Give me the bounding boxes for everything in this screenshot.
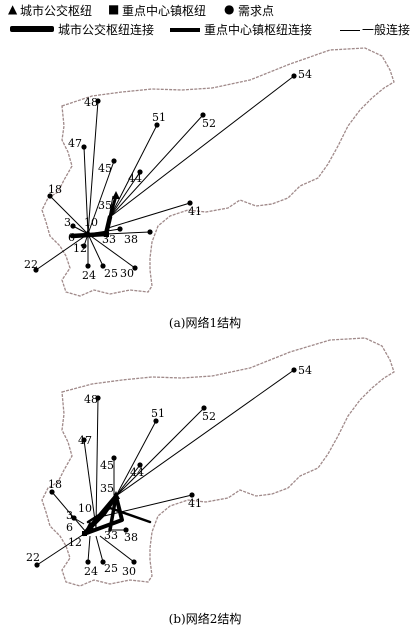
nodes-a	[33, 73, 297, 273]
legend-demand-label: 需求点	[238, 4, 275, 18]
node-label: 38	[124, 531, 138, 544]
node-label: 47	[78, 434, 92, 447]
legend-town-link-label: 重点中心镇枢纽连接	[204, 23, 313, 37]
node-label: 6	[68, 231, 75, 244]
node-label: 10	[84, 216, 98, 229]
node-label: 44	[130, 466, 144, 479]
legend-dot-icon: ●	[224, 2, 235, 16]
panel-a: 54 48 51 52 47 45 44 18 35 41 3 10 6 33 …	[24, 47, 395, 330]
node-label: 33	[104, 529, 118, 542]
node-label: 25	[104, 562, 118, 575]
node-label: 45	[98, 162, 112, 175]
node-label: 41	[188, 497, 202, 510]
node-label: 12	[68, 536, 82, 549]
node-label: 47	[68, 137, 82, 150]
node-label: 22	[26, 551, 40, 564]
node-label: 51	[152, 111, 166, 124]
node-label: 18	[48, 183, 62, 196]
node-label: 38	[124, 233, 138, 246]
node-label: 30	[122, 565, 136, 578]
legend-city-hub-label: 城市公交枢纽	[20, 4, 93, 18]
node-label: 52	[202, 410, 216, 423]
node-label: 30	[120, 267, 134, 280]
legend-city-link-label: 城市公交枢纽连接	[58, 23, 155, 37]
node-label: 25	[104, 267, 118, 280]
panel-b: 54 48 51 52 47 45 44 18 35 41 3 10 6 33 …	[26, 337, 395, 626]
node-label: 6	[66, 521, 73, 534]
caption-b: (b)网络2结构	[169, 611, 242, 626]
node-label: 3	[66, 509, 73, 522]
legend-general-link-line	[340, 30, 360, 31]
node-label: 24	[84, 565, 98, 578]
legend: ▲ 城市公交枢纽 ■ 重点中心镇枢纽 ● 需求点 城市公交枢纽连接 重点中心镇枢…	[0, 0, 410, 44]
node-label: 18	[48, 478, 62, 491]
legend-city-link-line	[10, 26, 54, 32]
node-label: 10	[78, 502, 92, 515]
nodes-b	[34, 367, 297, 568]
node-label: 54	[298, 68, 312, 81]
node-label: 35	[100, 482, 114, 495]
node-label: 12	[73, 242, 87, 255]
general-links-b	[36, 369, 295, 566]
node-label: 35	[98, 199, 112, 212]
legend-general-link-label: 一般连接	[362, 23, 410, 37]
node-label: 54	[298, 364, 312, 377]
region-outline-a	[41, 47, 395, 297]
caption-a: (a)网络1结构	[169, 315, 241, 330]
legend-town-hub-label: 重点中心镇枢纽	[122, 4, 207, 18]
labels-a: 54 48 51 52 47 45 44 18 35 41 3 10 6 33 …	[24, 68, 312, 282]
node-label: 52	[202, 117, 216, 130]
node-label: 48	[84, 96, 98, 109]
legend-town-link-line	[170, 28, 200, 32]
node-label: 3	[64, 216, 71, 229]
legend-triangle-icon: ▲	[8, 2, 18, 16]
region-outline-b	[41, 337, 395, 587]
legend-square-icon: ■	[108, 2, 120, 16]
node-label: 51	[151, 407, 165, 420]
node-label: 41	[188, 205, 202, 218]
node-label: 33	[102, 233, 116, 246]
node-label: 48	[84, 393, 98, 406]
labels-b: 54 48 51 52 47 45 44 18 35 41 3 10 6 33 …	[26, 364, 312, 578]
node-label: 45	[100, 459, 114, 472]
node-label: 22	[24, 258, 38, 271]
node-label: 24	[82, 269, 96, 282]
node-label: 44	[128, 172, 142, 185]
